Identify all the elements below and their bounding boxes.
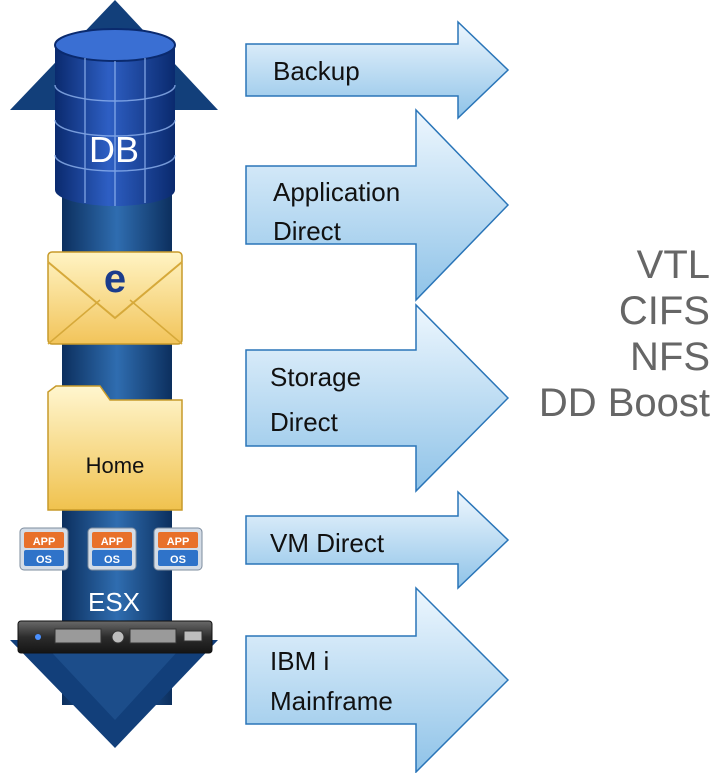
db-label: DB [89, 129, 139, 170]
arrow-label: Backup [273, 56, 360, 86]
down-arrow-head [10, 640, 218, 748]
arrow-label: VM Direct [270, 528, 385, 558]
vm-icon: APP OS [87, 527, 137, 571]
arrow-label: IBM i [270, 646, 329, 676]
svg-text:APP: APP [167, 536, 190, 548]
protocol-item: VTL [637, 243, 710, 287]
arrow-shape [245, 303, 510, 493]
folder-label: Home [86, 453, 145, 478]
arrow-shape [245, 108, 510, 302]
arrow-label: Direct [270, 407, 339, 437]
home-folder-icon: Home [47, 385, 183, 511]
svg-text:OS: OS [104, 554, 120, 566]
email-envelope-icon: e [47, 251, 183, 345]
protocol-list: VTL CIFS NFS DD Boost [539, 243, 710, 425]
arrow-shape [245, 586, 510, 773]
arrow-label: Mainframe [270, 686, 393, 716]
arrow-shape [245, 490, 510, 590]
protocol-item: CIFS [619, 289, 710, 333]
svg-text:APP: APP [33, 536, 56, 548]
email-letter-icon: e [104, 257, 126, 301]
protocol-item: NFS [630, 335, 710, 379]
esx-label: ESX [88, 587, 140, 617]
arrow-ibm-i-mainframe: IBM i Mainframe [245, 586, 510, 773]
vm-icon: APP OS [19, 527, 69, 571]
database-icon: DB [54, 28, 176, 206]
arrow-label: Direct [273, 216, 342, 246]
vm-icon: APP OS [153, 527, 203, 571]
vm-icon-group: APP OS APP OS APP OS [19, 527, 203, 571]
arrow-storage-direct: Storage Direct [245, 303, 510, 493]
arrow-application-direct: Application Direct [245, 108, 510, 302]
protocol-item: DD Boost [539, 381, 710, 425]
arrow-shape [245, 20, 510, 120]
arrow-label: Storage [270, 362, 361, 392]
svg-text:OS: OS [36, 554, 52, 566]
arrow-vm-direct: VM Direct [245, 490, 510, 590]
svg-text:OS: OS [170, 554, 186, 566]
arrow-backup: Backup [245, 20, 510, 120]
svg-text:APP: APP [101, 536, 124, 548]
rack-server-icon [17, 620, 213, 654]
arrow-label: Application [273, 177, 400, 207]
